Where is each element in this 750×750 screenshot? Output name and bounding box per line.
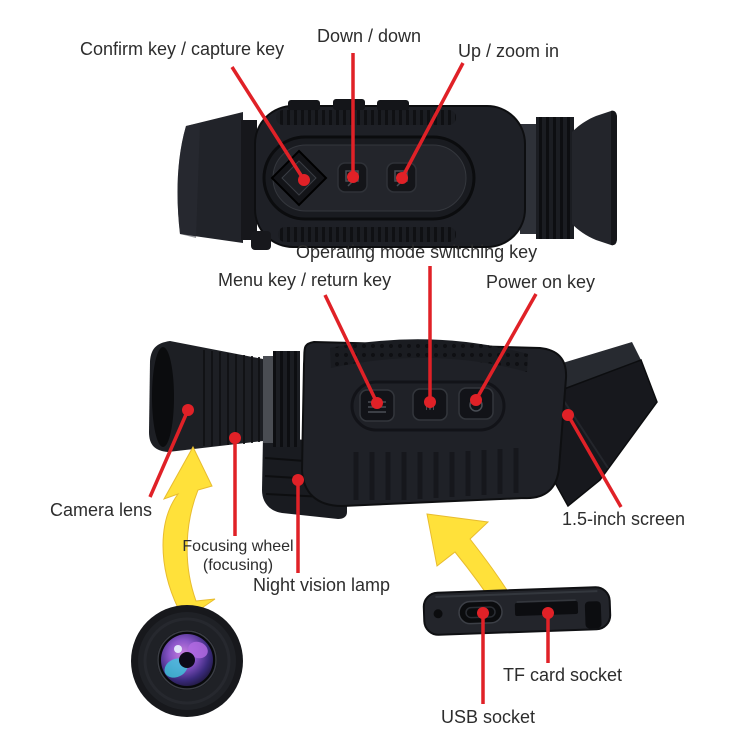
label-down-key: Down / down (317, 26, 422, 46)
annotation-lines (148, 53, 623, 704)
label-power-key: Power on key (486, 272, 596, 292)
top-view-device (177, 99, 617, 250)
reset-hole (433, 609, 443, 619)
side-view-device: M (149, 339, 658, 519)
strap-slot (584, 601, 602, 629)
label-screen: 1.5-inch screen (562, 509, 686, 529)
label-confirm-key: Confirm key / capture key (80, 39, 285, 59)
label-tf-card-socket: TF card socket (503, 665, 623, 685)
focusing-wheel (263, 351, 300, 447)
flip-screen (546, 342, 658, 508)
label-up-key: Up / zoom in (458, 41, 560, 61)
bottom-ports-view (422, 586, 612, 636)
label-operating-mode: Operating mode switching key (296, 242, 538, 262)
yellow-arrow-left (162, 445, 216, 613)
focusing-wheel-line1: Focusing wheel (182, 538, 294, 555)
eyepiece-cone (149, 341, 263, 452)
camera-lens-closeup (131, 605, 243, 717)
label-menu-key: Menu key / return key (218, 270, 392, 290)
label-usb-socket: USB socket (441, 707, 536, 727)
focusing-wheel-line2: (focusing) (202, 557, 274, 574)
label-focusing-wheel: Focusing wheel (focusing) (168, 537, 308, 575)
label-camera-lens: Camera lens (50, 500, 153, 520)
top-objective-flare (572, 110, 617, 246)
annotation-dots (182, 171, 574, 619)
label-night-vision-lamp: Night vision lamp (253, 575, 391, 595)
